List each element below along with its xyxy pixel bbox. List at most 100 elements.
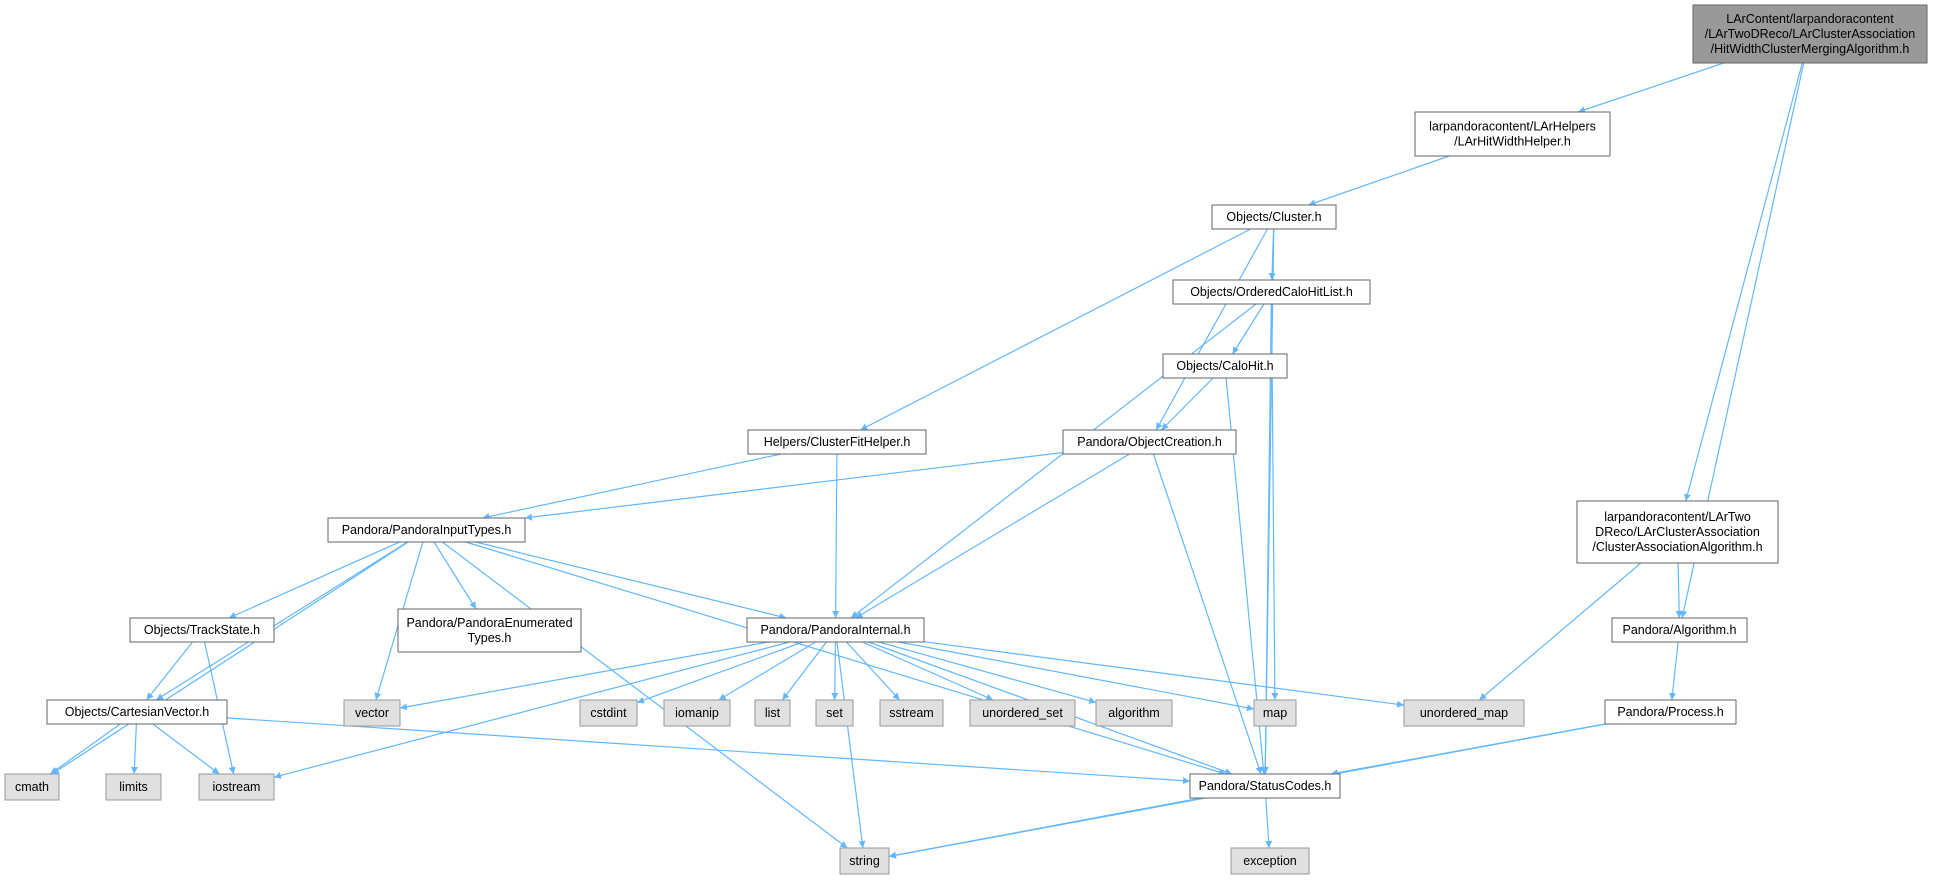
node-map: map <box>1253 699 1297 727</box>
node-box-process <box>1604 699 1737 725</box>
node-limits: limits <box>105 773 162 801</box>
node-label-sstream: sstream <box>889 706 933 720</box>
node-algorithm: algorithm <box>1095 699 1173 727</box>
node-box-assoc <box>1576 500 1779 564</box>
node-label-statuscodes: Pandora/StatusCodes.h <box>1199 779 1332 793</box>
node-iomanip: iomanip <box>663 699 731 727</box>
edge-internal-to-cstdint <box>636 641 803 704</box>
node-set: set <box>815 699 854 727</box>
node-exception: exception <box>1230 847 1310 875</box>
node-label-inputtypes: Pandora/PandoraInputTypes.h <box>342 523 512 537</box>
edge-internal-to-iostream <box>273 641 790 779</box>
node-iostream: iostream <box>198 773 275 801</box>
node-internal[interactable]: Pandora/PandoraInternal.h <box>746 617 925 643</box>
node-algorithm_h[interactable]: Pandora/Algorithm.h <box>1611 617 1748 643</box>
node-cluster[interactable]: Objects/Cluster.h <box>1211 204 1337 230</box>
node-box-trackstate <box>129 617 275 643</box>
edge-internal-to-map <box>898 641 1255 712</box>
node-ordered[interactable]: Objects/OrderedCaloHitList.h <box>1172 279 1371 305</box>
edge-hitwidth-to-cluster <box>1308 155 1450 207</box>
node-label-set: set <box>826 706 843 720</box>
edge-internal-to-list <box>781 641 827 701</box>
edge-objcreate-to-internal <box>855 453 1130 619</box>
node-box-set <box>815 699 854 727</box>
node-label-map: map <box>1263 706 1287 720</box>
node-box-sstream <box>879 699 944 727</box>
node-label-root: /HitWidthClusterMergingAlgorithm.h <box>1711 42 1910 56</box>
edge-internal-to-string <box>836 641 866 849</box>
node-label-assoc: DReco/LArClusterAssociation <box>1595 525 1760 539</box>
edge-ordered-to-calohit <box>1231 303 1265 355</box>
node-label-enumtypes: Types.h <box>468 631 512 645</box>
node-sstream: sstream <box>879 699 944 727</box>
node-box-hitwidth <box>1414 111 1611 157</box>
node-box-exception <box>1230 847 1310 875</box>
node-label-exception: exception <box>1243 854 1297 868</box>
node-label-process: Pandora/Process.h <box>1617 705 1723 719</box>
edge-root-to-assoc <box>1684 62 1803 502</box>
edge-inputtypes-to-string <box>442 541 848 849</box>
edge-root-to-hitwidth <box>1577 62 1724 114</box>
edge-clusterfit-to-inputtypes <box>482 453 782 520</box>
node-box-string <box>839 847 890 875</box>
edge-objcreate-to-inputtypes <box>524 451 1064 521</box>
edge-internal-to-sstream <box>846 641 901 701</box>
node-clusterfit[interactable]: Helpers/ClusterFitHelper.h <box>747 429 927 455</box>
node-statuscodes[interactable]: Pandora/StatusCodes.h <box>1189 773 1341 799</box>
edge-internal-to-iomanip <box>718 641 816 701</box>
edge-layer <box>49 62 1805 859</box>
node-box-list <box>754 699 791 727</box>
edge-internal-to-set <box>831 641 839 701</box>
node-box-cartesian <box>46 699 228 725</box>
node-inputtypes[interactable]: Pandora/PandoraInputTypes.h <box>327 517 526 543</box>
node-label-cartesian: Objects/CartesianVector.h <box>65 705 210 719</box>
edge-ordered-to-statuscodes <box>1261 303 1272 775</box>
node-box-objcreate <box>1062 429 1237 455</box>
edge-inputtypes-to-cartesian <box>155 541 408 701</box>
node-label-limits: limits <box>119 780 147 794</box>
edge-internal-to-unordered_set <box>862 641 994 701</box>
node-vector: vector <box>343 699 401 727</box>
node-root[interactable]: LArContent/larpandoracontent/LArTwoDReco… <box>1692 4 1928 64</box>
node-label-hitwidth: larpandoracontent/LArHelpers <box>1429 120 1596 134</box>
node-box-vector <box>343 699 401 727</box>
node-label-enumtypes: Pandora/PandoraEnumerated <box>406 616 572 630</box>
node-hitwidth[interactable]: larpandoracontent/LArHelpers/LArHitWidth… <box>1414 111 1611 157</box>
edge-internal-to-unordered_map <box>923 641 1405 708</box>
node-label-root: LArContent/larpandoracontent <box>1726 12 1894 26</box>
edge-cartesian-to-cmath <box>49 723 121 775</box>
node-list: list <box>754 699 791 727</box>
node-label-list: list <box>765 706 781 720</box>
node-box-calohit <box>1162 353 1288 379</box>
edge-inputtypes-to-internal <box>475 541 787 620</box>
edge-cluster-to-objcreate <box>1155 228 1268 431</box>
node-label-iostream: iostream <box>213 780 261 794</box>
node-cartesian[interactable]: Objects/CartesianVector.h <box>46 699 228 725</box>
node-label-internal: Pandora/PandoraInternal.h <box>760 623 910 637</box>
node-trackstate[interactable]: Objects/TrackState.h <box>129 617 275 643</box>
node-label-iomanip: iomanip <box>675 706 719 720</box>
node-box-iostream <box>198 773 275 801</box>
node-objcreate[interactable]: Pandora/ObjectCreation.h <box>1062 429 1237 455</box>
node-box-inputtypes <box>327 517 526 543</box>
edge-cartesian-to-limits <box>130 723 138 775</box>
node-unordered_map: unordered_map <box>1403 699 1525 727</box>
edge-clusterfit-to-internal <box>832 453 840 619</box>
edge-cartesian-to-statuscodes <box>226 717 1191 785</box>
edge-assoc-to-unordered_map <box>1478 562 1642 701</box>
edge-inputtypes-to-trackstate <box>228 541 400 619</box>
node-process[interactable]: Pandora/Process.h <box>1604 699 1737 725</box>
node-label-cmath: cmath <box>15 780 49 794</box>
node-box-internal <box>746 617 925 643</box>
edge-assoc-to-algorithm_h <box>1675 562 1683 619</box>
edge-algorithm_h-to-process <box>1669 641 1679 701</box>
node-assoc[interactable]: larpandoracontent/LArTwoDReco/LArCluster… <box>1576 500 1779 564</box>
node-calohit[interactable]: Objects/CaloHit.h <box>1162 353 1288 379</box>
node-box-map <box>1253 699 1297 727</box>
edge-calohit-to-objcreate <box>1160 377 1214 431</box>
node-label-assoc: /ClusterAssociationAlgorithm.h <box>1592 540 1762 554</box>
node-box-root <box>1692 4 1928 64</box>
node-box-unordered_set <box>969 699 1076 727</box>
